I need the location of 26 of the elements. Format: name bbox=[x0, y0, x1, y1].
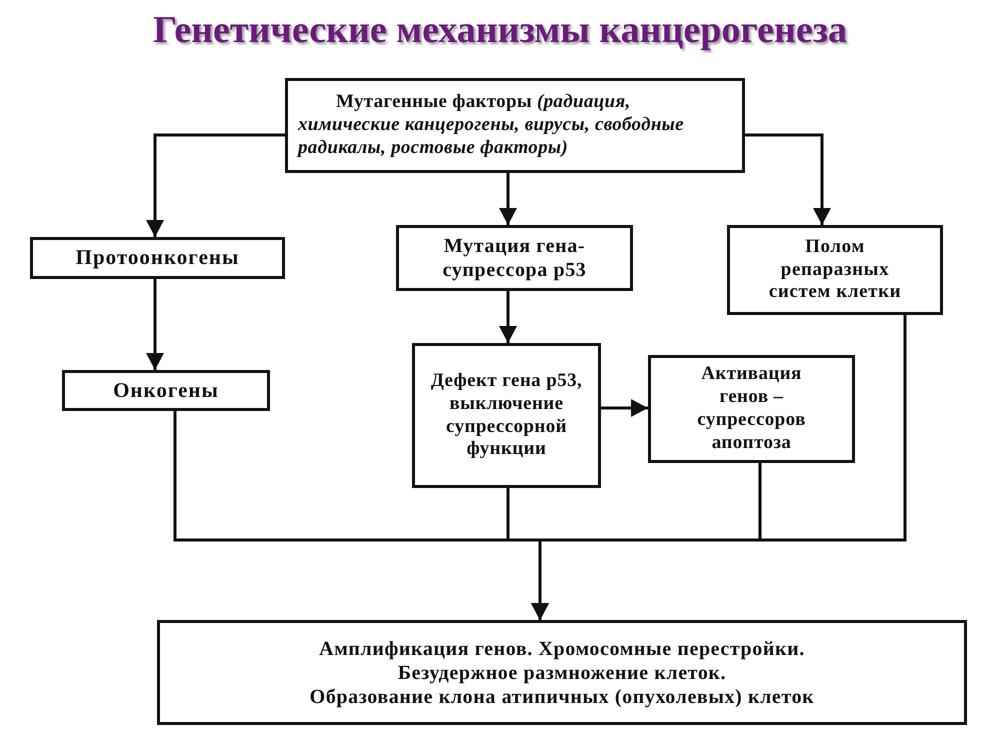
process-box bbox=[62, 370, 270, 411]
diagram-title: Генетические механизмы канцерогенеза bbox=[152, 10, 848, 52]
arrow bbox=[146, 134, 285, 237]
box-label: Активация генов – супрессоров апоптоза bbox=[696, 363, 807, 455]
arrow bbox=[499, 173, 517, 225]
box-label: Полом репаразных систем клетки bbox=[768, 236, 902, 304]
arrow bbox=[601, 399, 648, 417]
box-label: Протоонкогены bbox=[76, 245, 240, 271]
process-box bbox=[412, 343, 601, 488]
box-label: Онкогены bbox=[113, 378, 219, 404]
process-box bbox=[396, 225, 633, 291]
box-label: Дефект гена р53, выключение супрессорной функции bbox=[430, 370, 584, 462]
box-label: Безудержное размножение клеток. bbox=[398, 660, 726, 684]
arrow bbox=[499, 291, 517, 343]
arrow bbox=[745, 134, 831, 225]
process-box bbox=[648, 355, 855, 463]
box-label: Мутагенные факторы (радиация, химические канцерогены, вирусы, свободные радикалы, ростовые факторы) bbox=[298, 91, 685, 160]
process-box bbox=[727, 225, 943, 315]
box-label: Образование клона атипичных (опухолевых) клеток bbox=[310, 684, 814, 708]
box-label: Мутация гена-супрессора р53 bbox=[442, 234, 588, 282]
process-box bbox=[285, 78, 745, 173]
process-box bbox=[157, 620, 967, 725]
arrow bbox=[146, 279, 164, 370]
arrow bbox=[531, 315, 906, 620]
process-box bbox=[30, 237, 285, 279]
box-label: Амплификация генов. Хромосомные перестройки. bbox=[319, 636, 805, 660]
